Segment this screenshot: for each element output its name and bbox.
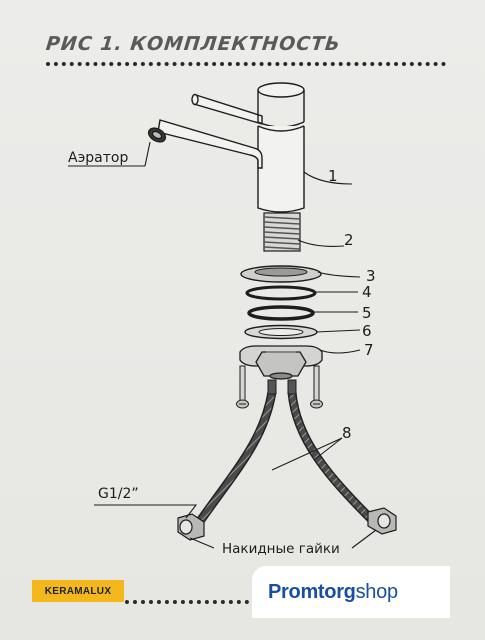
promtorgshop-logo[interactable]: Promtorgshop: [268, 581, 398, 604]
union-nut-right: [367, 507, 397, 535]
aerator-label: Аэратор: [68, 150, 128, 166]
keramalux-brand-badge: KERAMALUX: [32, 580, 124, 602]
part-number-5: 5: [362, 304, 372, 322]
fixing-plate: [239, 345, 323, 380]
union-nut-left: [177, 513, 205, 541]
threaded-stud: [263, 212, 301, 252]
flexible-hoses: [193, 379, 377, 529]
part-number-3: 3: [366, 267, 376, 285]
shop-logo-card[interactable]: Promtorgshop: [252, 566, 450, 618]
metal-washer: [244, 324, 318, 340]
union-nuts-label: Накидные гайки: [222, 541, 340, 557]
part-number-8: 8: [342, 424, 352, 442]
part-number-2: 2: [344, 231, 354, 249]
leader-lines: [68, 141, 377, 549]
part-number-4: 4: [362, 283, 372, 301]
mounting-screws: [236, 365, 323, 409]
o-ring: [247, 305, 315, 321]
part-number-1: 1: [328, 167, 338, 185]
title-dotted-rule: [46, 62, 446, 66]
bottom-dotted-rule: [125, 600, 265, 604]
part-number-7: 7: [364, 341, 374, 359]
part-number-6: 6: [362, 322, 372, 340]
logo-part-shop: shop: [355, 580, 398, 603]
thread-size-label: G1/2”: [98, 486, 139, 502]
rubber-gasket: [245, 285, 317, 301]
flange-washer: [240, 265, 322, 283]
faucet-body: [147, 82, 305, 213]
logo-part-promtorg: Promtorg: [268, 580, 356, 603]
